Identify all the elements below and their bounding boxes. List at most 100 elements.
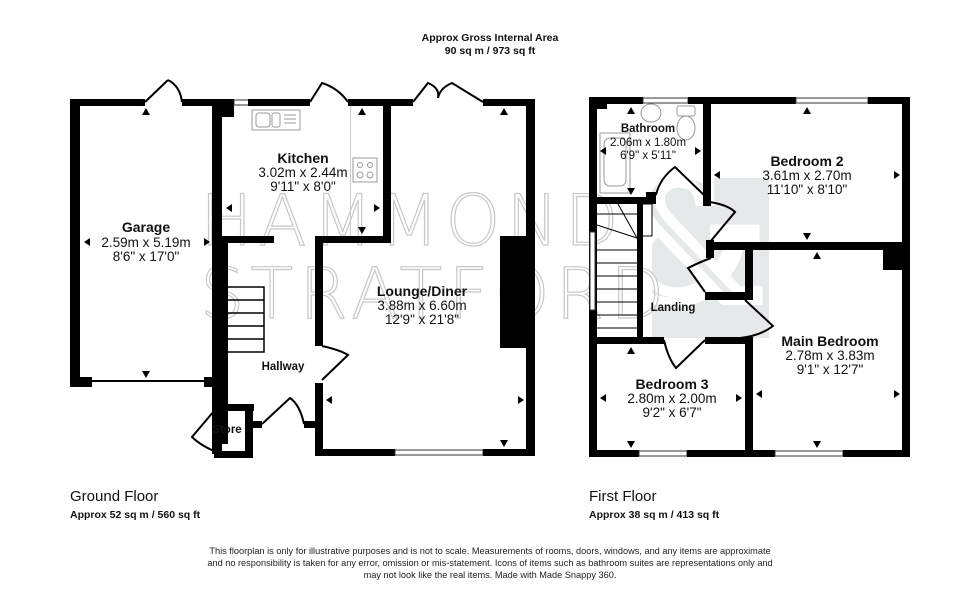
kitchen-counter-line [350, 106, 351, 236]
main-bedroom-left-wall [745, 338, 753, 457]
kitchen-door-icon [309, 81, 349, 103]
first-floor-plan [589, 97, 910, 457]
lounge-left-wall-lower [315, 383, 323, 456]
ff-top-wall-c [868, 97, 910, 104]
bathroom-window [642, 97, 689, 104]
bath-icon [599, 132, 631, 194]
kitchen-metric: 3.02m x 2.44m [258, 165, 347, 180]
lounge-left-wall-upper [315, 236, 323, 346]
lounge-imperial: 12'9" x 21'8" [385, 312, 459, 327]
garage-door-icon [144, 79, 183, 103]
landing-window [589, 231, 596, 311]
hallway-name: Hallway [262, 361, 305, 373]
garage-bottom-post-right [204, 377, 222, 387]
garage-right-wall [212, 99, 222, 454]
front-door-post-left [250, 421, 262, 428]
kitchen-bottom-wall-right [315, 236, 391, 243]
room-label-lounge: Lounge/Diner 3.88m x 6.60m 12'9" x 21'8" [377, 283, 468, 327]
store-door-icon [190, 410, 215, 452]
toilet-icon [676, 105, 696, 141]
bathroom-door-icon [655, 165, 707, 198]
lounge-window [394, 449, 484, 456]
store-bottom-wall [214, 451, 253, 458]
bedroom2-name: Bedroom 2 [770, 153, 843, 169]
garage-top-wall-right [182, 99, 227, 106]
main-bedroom-window [774, 450, 844, 457]
stair-wall [637, 204, 643, 337]
ground-floor-plan [70, 79, 535, 458]
basin-icon [640, 103, 662, 123]
kitchen-bottom-wall-left [220, 236, 274, 243]
bathroom-name: Bathroom [621, 123, 675, 135]
gross-internal-area-header: Approx Gross Internal Area 90 sq m / 973… [0, 32, 980, 58]
store-right-wall [245, 404, 253, 458]
bedroom2-imperial: 11'10" x 8'10" [767, 182, 848, 197]
bedroom2-door-icon [709, 201, 737, 243]
measurement-arrows-first [600, 107, 900, 448]
kitchen-corner-pier [220, 99, 234, 117]
ff-bottom-wall-b [687, 450, 775, 457]
watermark-line-1: HAMMOND [200, 180, 625, 262]
bathroom-right-wall [703, 97, 711, 197]
first-floor-stairs-icon [596, 203, 653, 329]
bedroom2-bottom-wall [706, 242, 910, 250]
ground-floor-area: Approx 52 sq m / 560 sq ft [70, 509, 201, 521]
disclaimer-line-1: This floorplan is only for illustrative … [209, 546, 771, 556]
lounge-door-icon [321, 345, 350, 381]
bedroom2-left-wall-upper [703, 178, 711, 206]
measurement-arrows-ground [84, 108, 524, 447]
title-line-1: Approx Gross Internal Area [421, 32, 559, 44]
watermark-line-2: STRATFORD [200, 253, 670, 335]
disclaimer: This floorplan is only for illustrative … [150, 545, 830, 581]
lounge-right-wall [526, 99, 535, 456]
stairs-icon [222, 286, 265, 353]
kitchen-right-wall [383, 99, 391, 242]
bathroom-door-post [646, 192, 656, 204]
garage-name: Garage [122, 219, 170, 235]
room-label-bedroom-3: Bedroom 3 2.80m x 2.00m 9'2" x 6'7" [627, 376, 716, 420]
garage-left-wall [70, 99, 80, 387]
bedroom2-window [795, 97, 869, 104]
garage-door-line [92, 380, 204, 382]
room-label-bathroom: Bathroom 2.06m x 1.80m 6'9" x 5'11" [610, 123, 686, 162]
cupboard-bottom-wall [705, 292, 753, 300]
front-door-post-right [304, 421, 316, 428]
ground-floor-name: Ground Floor [70, 488, 159, 505]
front-door-icon [261, 396, 305, 425]
bedroom3-door-icon [663, 339, 706, 370]
store-top-wall [214, 404, 254, 411]
bathroom-metric: 2.06m x 1.80m [610, 137, 686, 149]
bedroom3-top-wall-right [705, 337, 753, 344]
room-label-kitchen: Kitchen 3.02m x 2.44m 9'11" x 8'0" [258, 150, 347, 194]
room-label-bedroom-2: Bedroom 2 3.61m x 2.70m 11'10" x 8'10" [762, 153, 851, 197]
garage-top-wall-left [70, 99, 145, 106]
landing-name: Landing [651, 302, 696, 314]
kitchen-top-wall-b [248, 99, 310, 106]
bedroom3-name: Bedroom 3 [635, 376, 708, 392]
bedroom2-door-post [706, 240, 714, 258]
room-label-main-bedroom: Main Bedroom 2.78m x 3.83m 9'1" x 12'7" [781, 333, 878, 377]
hob-icon [352, 157, 378, 183]
disclaimer-line-2: and no responsibility is taken for any e… [207, 558, 773, 568]
disclaimer-line-3: may not look like the real items. Made w… [363, 570, 617, 580]
sink-icon [251, 109, 301, 131]
ff-bottom-wall-a [589, 450, 639, 457]
bedroom3-window [638, 450, 688, 457]
bedroom3-top-wall-left [589, 337, 664, 344]
cupboard-door-icon [686, 257, 712, 293]
cupboard-right-wall [745, 246, 753, 300]
kitchen-name: Kitchen [277, 150, 328, 166]
ff-bottom-wall-c [843, 450, 910, 457]
ff-top-wall-b [688, 97, 796, 104]
first-floor-caption: First Floor Approx 38 sq m / 413 sq ft [589, 488, 719, 521]
first-floor-name: First Floor [589, 488, 657, 505]
bedroom3-metric: 2.80m x 2.00m [627, 391, 716, 406]
bedroom3-imperial: 9'2" x 6'7" [642, 405, 701, 420]
lounge-name: Lounge/Diner [377, 283, 468, 299]
first-floor-area: Approx 38 sq m / 413 sq ft [589, 509, 720, 521]
bathroom-imperial: 6'9" x 5'11" [620, 150, 676, 162]
chimney-breast [500, 236, 527, 348]
lounge-bottom-wall-right [483, 449, 535, 456]
main-bedroom-name: Main Bedroom [781, 333, 878, 349]
